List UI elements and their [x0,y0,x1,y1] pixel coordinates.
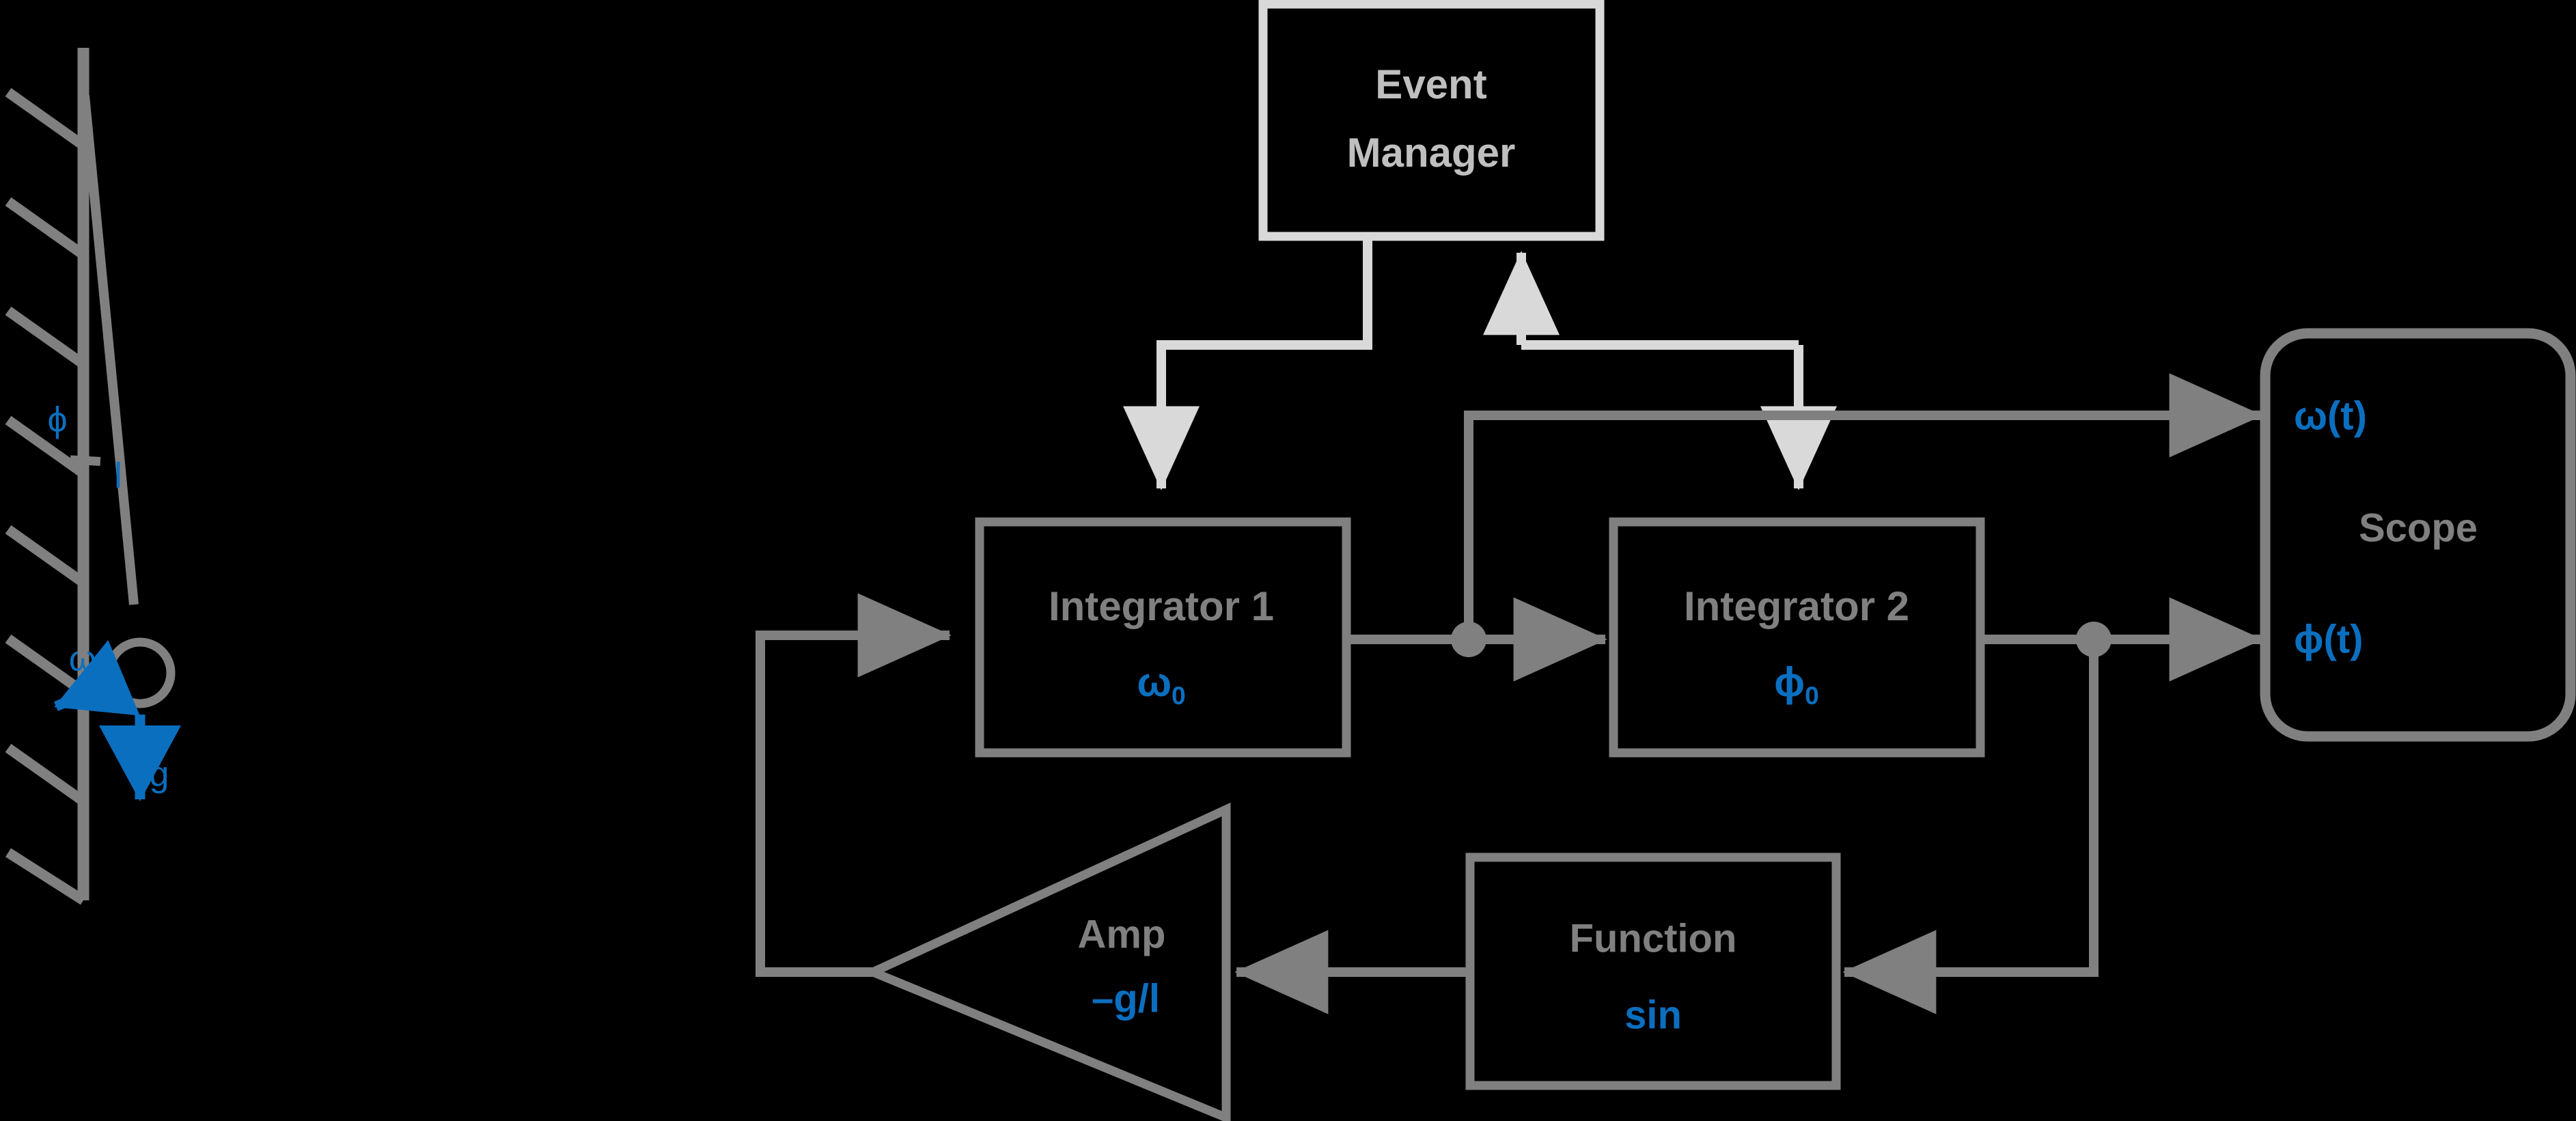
pendulum-bob [105,637,176,708]
event-manager-box[interactable] [1258,0,1605,241]
integrator1-param-symbol: ω [1137,659,1172,705]
wire-phi-to-function [1842,639,2099,1014]
block-event-manager[interactable]: Event Manager [1258,0,1605,241]
integrator1-param: ω0 [1137,659,1185,710]
integrator2-box[interactable] [1609,517,1985,758]
wire-amp-to-int1 [756,593,952,977]
integrator1-title: Integrator 1 [1049,583,1274,629]
block-function[interactable]: Function sin [1465,853,1841,1090]
scope-box[interactable] [2260,328,2576,742]
omega-label: ω [69,639,97,679]
angle-arc [70,455,118,467]
integrator2-param-subscript: 0 [1805,681,1819,710]
wire-omega-to-scope [1464,373,2263,639]
integrator1-box[interactable] [975,517,1351,758]
omega-arrow [54,639,140,716]
function-title: Function [1570,916,1737,960]
wire-em-to-int1 [1123,240,1372,490]
scope-title: Scope [2359,506,2478,550]
amp-triangle[interactable] [861,802,1231,1121]
amp-title: Amp [1078,912,1166,956]
pendulum-schematic: ϕ l ω g [5,48,181,905]
amp-param: –g/l [1092,976,1160,1021]
function-param: sin [1624,993,1682,1037]
integrator1-param-subscript: 0 [1172,681,1186,710]
block-integrator-2[interactable]: Integrator 2 ϕ0 [1609,517,1985,758]
length-label: l [114,456,122,496]
function-box[interactable] [1465,853,1841,1090]
integrator2-param: ϕ0 [1774,659,1819,710]
pendulum-rod [80,95,139,605]
junction-dot-omega [1451,622,1486,657]
scope-input-omega-label: ω(t) [2294,393,2367,438]
wall-hatching [5,87,87,905]
block-amp[interactable]: Amp –g/l [861,802,1231,1121]
block-integrator-1[interactable]: Integrator 1 ω0 [975,517,1351,758]
scope-input-phi-label: ϕ(t) [2294,617,2363,661]
integrator2-title: Integrator 2 [1684,583,1909,629]
block-scope[interactable]: ω(t) Scope ϕ(t) [2260,328,2576,742]
event-manager-label-line1: Event [1375,61,1486,107]
integrator2-param-symbol: ϕ [1774,659,1805,705]
angle-label: ϕ [47,400,67,440]
event-manager-label-line2: Manager [1347,130,1516,176]
signal-wires [756,240,2263,1014]
gravity-label: g [150,755,169,794]
junction-dot-phi [2076,622,2111,657]
